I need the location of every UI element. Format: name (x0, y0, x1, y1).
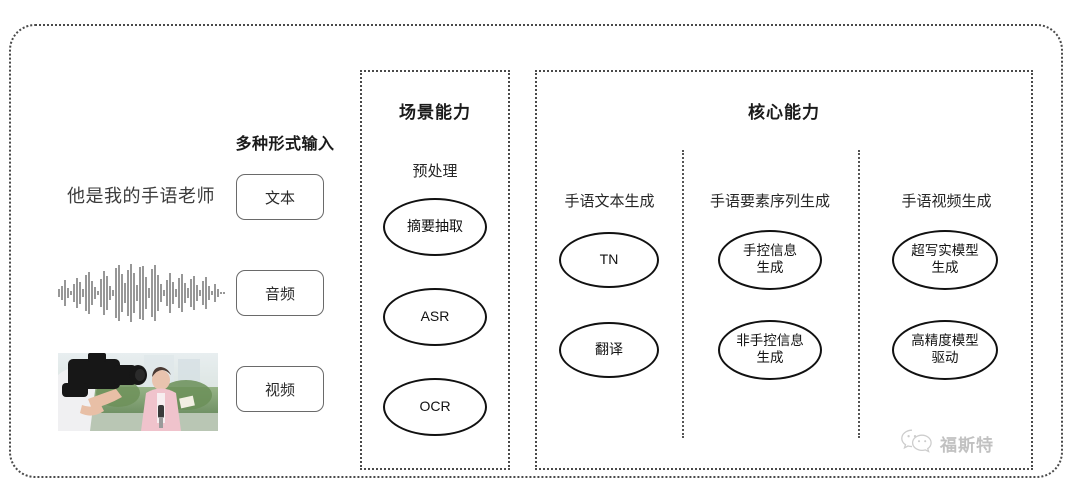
scene-capability-title: 场景能力 (399, 103, 471, 122)
input-section-title: 多种形式输入 (235, 136, 335, 153)
watermark-text: 福斯特 (940, 436, 994, 455)
node-manual-signal-generation[interactable]: 手控信息 生成 (718, 230, 822, 290)
core-capability-title: 核心能力 (748, 103, 820, 122)
input-chip-video-label: 视频 (264, 381, 295, 399)
input-chip-text[interactable]: 文本 (236, 174, 324, 220)
input-chip-audio-label: 音频 (264, 285, 295, 303)
input-chip-text-label: 文本 (264, 189, 295, 207)
video-thumbnail-image (58, 353, 218, 431)
node-ocr[interactable]: OCR (383, 378, 487, 436)
scene-column-heading-preprocess: 预处理 (412, 163, 458, 180)
node-tn[interactable]: TN (559, 232, 659, 288)
input-chip-audio[interactable]: 音频 (236, 270, 324, 316)
wechat-icon (900, 428, 934, 459)
node-summary-extraction[interactable]: 摘要抽取 (383, 198, 487, 256)
core-divider-1 (682, 150, 684, 438)
core-column-heading-element-sequence: 手语要素序列生成 (709, 193, 830, 210)
node-photorealistic-model-generation[interactable]: 超写实模型 生成 (892, 230, 998, 290)
scene-capability-panel: 场景能力 预处理 摘要抽取 ASR OCR (360, 70, 510, 470)
audio-waveform-icon (53, 262, 229, 324)
node-asr[interactable]: ASR (383, 288, 487, 346)
core-column-heading-text-generation: 手语文本生成 (564, 193, 655, 210)
sample-input-text: 他是我的手语老师 (67, 186, 215, 206)
core-column-heading-video-generation: 手语视频生成 (901, 193, 992, 210)
node-high-precision-model-driving[interactable]: 高精度模型 驱动 (892, 320, 998, 380)
diagram-container: 多种形式输入 他是我的手语老师 (9, 24, 1063, 478)
core-divider-2 (858, 150, 860, 438)
watermark: 福斯特 (900, 428, 994, 459)
core-capability-panel: 核心能力 手语文本生成 TN 翻译 手语要素序列生成 手控信息 生成 非手控信息… (535, 70, 1033, 470)
node-translation[interactable]: 翻译 (559, 322, 659, 378)
node-non-manual-signal-generation[interactable]: 非手控信息 生成 (718, 320, 822, 380)
input-chip-video[interactable]: 视频 (236, 366, 324, 412)
